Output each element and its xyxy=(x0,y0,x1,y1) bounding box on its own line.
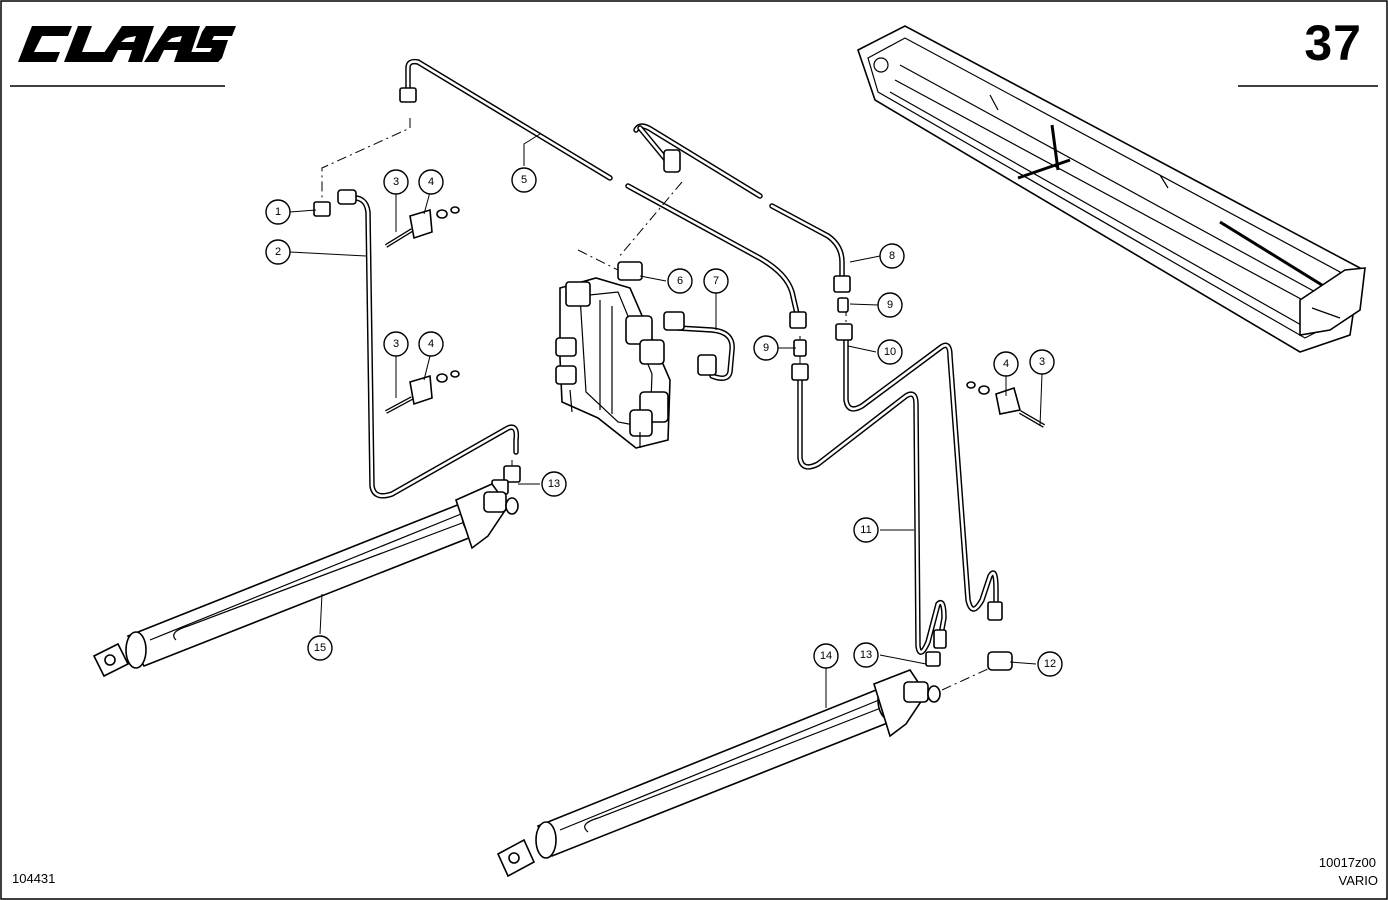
callout-4a: 4 xyxy=(418,169,444,195)
clamps-and-bolts xyxy=(384,206,1046,428)
svg-text:2: 2 xyxy=(275,246,281,258)
callout-9b: 9 xyxy=(877,292,903,318)
svg-text:1: 1 xyxy=(275,206,281,218)
svg-text:3: 3 xyxy=(393,338,399,350)
callout-5: 5 xyxy=(511,167,537,193)
pipe-network xyxy=(347,58,999,655)
control-valve-block xyxy=(555,277,671,449)
svg-text:9: 9 xyxy=(763,342,769,354)
hydraulic-cylinder-14 xyxy=(496,669,941,878)
callout-14: 14 xyxy=(813,643,839,669)
svg-text:4: 4 xyxy=(428,338,434,350)
svg-text:8: 8 xyxy=(889,250,895,262)
page-number: 37 xyxy=(1304,15,1362,71)
svg-text:13: 13 xyxy=(860,649,872,661)
svg-text:13: 13 xyxy=(548,478,560,490)
header-overview-illustration xyxy=(857,25,1366,353)
document-number: 104431 xyxy=(12,871,56,886)
svg-text:3: 3 xyxy=(1039,356,1045,368)
callout-10: 10 xyxy=(877,339,903,365)
svg-text:12: 12 xyxy=(1044,658,1056,670)
svg-text:4: 4 xyxy=(428,176,434,188)
claas-logo xyxy=(18,26,236,62)
callout-7: 7 xyxy=(703,268,729,294)
drawing-code: 10017z00 xyxy=(1318,855,1376,870)
svg-text:9: 9 xyxy=(887,299,893,311)
svg-text:4: 4 xyxy=(1003,358,1009,370)
callout-4b: 4 xyxy=(418,331,444,357)
svg-text:5: 5 xyxy=(521,174,527,186)
svg-text:7: 7 xyxy=(713,275,719,287)
callout-9a: 9 xyxy=(753,335,779,361)
model-name: VARIO xyxy=(1338,873,1379,888)
callout-2: 2 xyxy=(265,239,291,265)
callout-11: 11 xyxy=(853,517,879,543)
callout-13b: 13 xyxy=(853,642,879,668)
callout-3c: 3 xyxy=(1029,349,1055,375)
callout-8: 8 xyxy=(879,243,905,269)
svg-text:3: 3 xyxy=(393,176,399,188)
fittings xyxy=(313,87,1013,671)
callout-3a: 3 xyxy=(383,169,409,195)
svg-text:11: 11 xyxy=(860,524,871,536)
svg-text:6: 6 xyxy=(677,275,683,287)
svg-text:10: 10 xyxy=(884,346,896,358)
callout-1: 1 xyxy=(265,199,291,225)
callout-12: 12 xyxy=(1037,651,1063,677)
svg-text:15: 15 xyxy=(314,642,326,654)
leader-lines xyxy=(289,133,1043,708)
hydraulic-cylinder-15 xyxy=(92,483,519,678)
callout-6: 6 xyxy=(667,268,693,294)
callout-4c: 4 xyxy=(993,351,1019,377)
callout-15: 15 xyxy=(307,635,333,661)
callout-3b: 3 xyxy=(383,331,409,357)
svg-text:14: 14 xyxy=(820,650,832,662)
callout-13a: 13 xyxy=(541,471,567,497)
